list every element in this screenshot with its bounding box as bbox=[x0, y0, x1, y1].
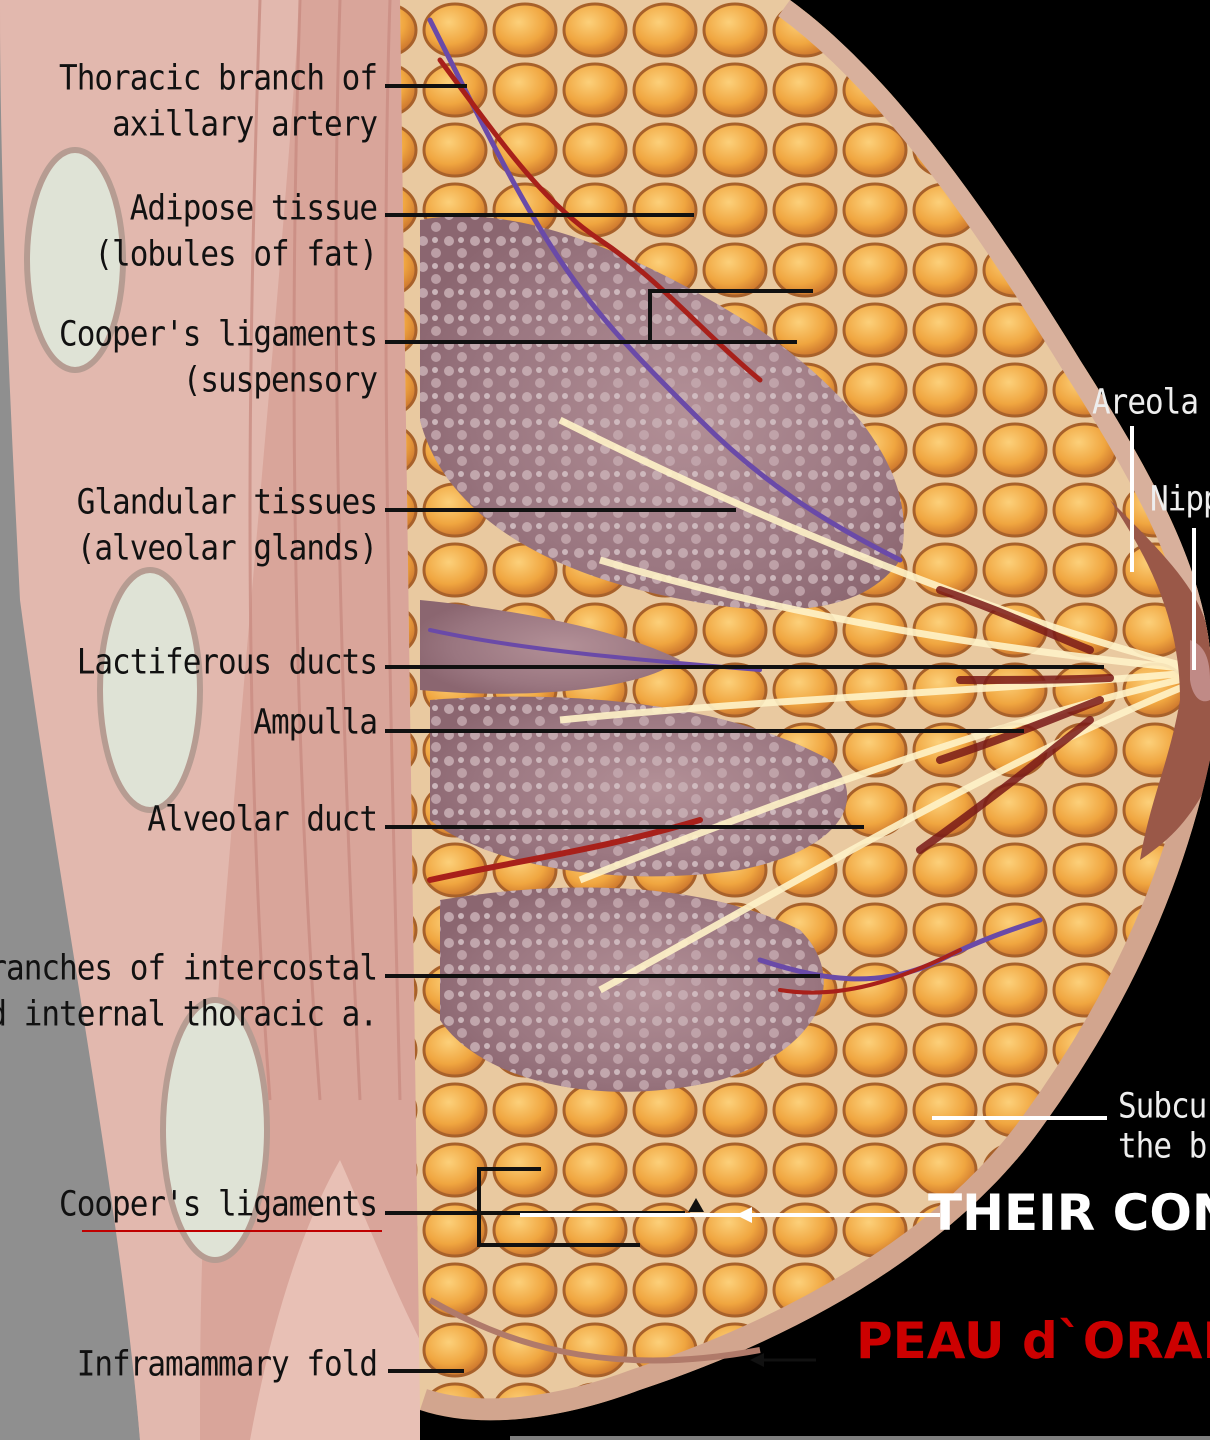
leader-intercostal bbox=[385, 974, 820, 978]
leader-subcutaneous bbox=[932, 1116, 1107, 1120]
label-subcutaneous-2: the br bbox=[1118, 1124, 1210, 1170]
coopers-arrow-tip bbox=[686, 1198, 706, 1216]
label-line: Cooper's ligaments bbox=[59, 312, 377, 358]
leader-coopers-bottom-bracket-v bbox=[477, 1167, 481, 1247]
leader-coopers-bottom-bracket-bot bbox=[477, 1243, 640, 1247]
leader-nipple bbox=[1192, 528, 1196, 670]
leader-areola bbox=[1130, 426, 1134, 572]
label-inframammary-fold: Inframammary fold bbox=[77, 1342, 377, 1388]
label-adipose-tissue: Adipose tissue (lobules of fat) bbox=[94, 186, 377, 278]
leader-glandular bbox=[385, 508, 736, 512]
label-intercostal-branches: Branches of intercostal and internal tho… bbox=[0, 946, 377, 1038]
peau-arrow bbox=[750, 1350, 820, 1370]
label-ampulla: Ampulla bbox=[253, 700, 377, 746]
leader-coopers-top bbox=[385, 340, 797, 344]
label-thoracic-branch: Thoracic branch of axillary artery bbox=[59, 56, 377, 148]
leader-coopers-bottom-bracket-top bbox=[477, 1167, 541, 1171]
leader-inframammary bbox=[388, 1369, 464, 1373]
label-alveolar-duct: Alveolar duct bbox=[147, 797, 377, 843]
label-nipple: Nipp bbox=[1150, 477, 1210, 523]
label-line: and internal thoracic a. bbox=[0, 992, 377, 1038]
label-line: Thoracic branch of bbox=[59, 56, 377, 102]
label-line: Lactiferous ducts bbox=[77, 640, 377, 686]
label-line: axillary artery bbox=[59, 102, 377, 148]
label-line: Ampulla bbox=[253, 700, 377, 746]
label-line: (suspensory bbox=[59, 358, 377, 404]
label-areola: Areola bbox=[1092, 380, 1198, 426]
leader-thoracic bbox=[385, 84, 467, 88]
peau-dorange-text: PEAU d`ORAN bbox=[856, 1312, 1210, 1370]
leader-ampulla bbox=[385, 729, 1024, 733]
label-line: Glandular tissues bbox=[77, 480, 377, 526]
leader-lactiferous bbox=[385, 665, 1104, 669]
leader-coopers-top-bracket-h bbox=[648, 289, 813, 293]
label-line: (alveolar glands) bbox=[77, 526, 377, 572]
label-glandular-tissues: Glandular tissues (alveolar glands) bbox=[77, 480, 377, 572]
contraction-arrow-head bbox=[732, 1203, 756, 1227]
label-line: Adipose tissue bbox=[94, 186, 377, 232]
label-line: Inframammary fold bbox=[77, 1342, 377, 1388]
label-line: (lobules of fat) bbox=[94, 232, 377, 278]
coopers-underline bbox=[82, 1230, 382, 1232]
leader-alveolar-duct bbox=[385, 825, 864, 829]
label-coopers-ligaments-top: Cooper's ligaments (suspensory bbox=[59, 312, 377, 404]
leader-coopers-top-bracket-v bbox=[648, 289, 652, 342]
label-lactiferous-ducts: Lactiferous ducts bbox=[77, 640, 377, 686]
label-line: Alveolar duct bbox=[147, 797, 377, 843]
contraction-text: THEIR CON bbox=[928, 1184, 1210, 1242]
contraction-arrow-line bbox=[520, 1213, 940, 1217]
label-coopers-ligaments-bottom: Cooper's ligaments bbox=[59, 1182, 377, 1228]
label-line: Branches of intercostal bbox=[0, 946, 377, 992]
label-line: Cooper's ligaments bbox=[59, 1182, 377, 1228]
leader-adipose bbox=[385, 213, 694, 217]
